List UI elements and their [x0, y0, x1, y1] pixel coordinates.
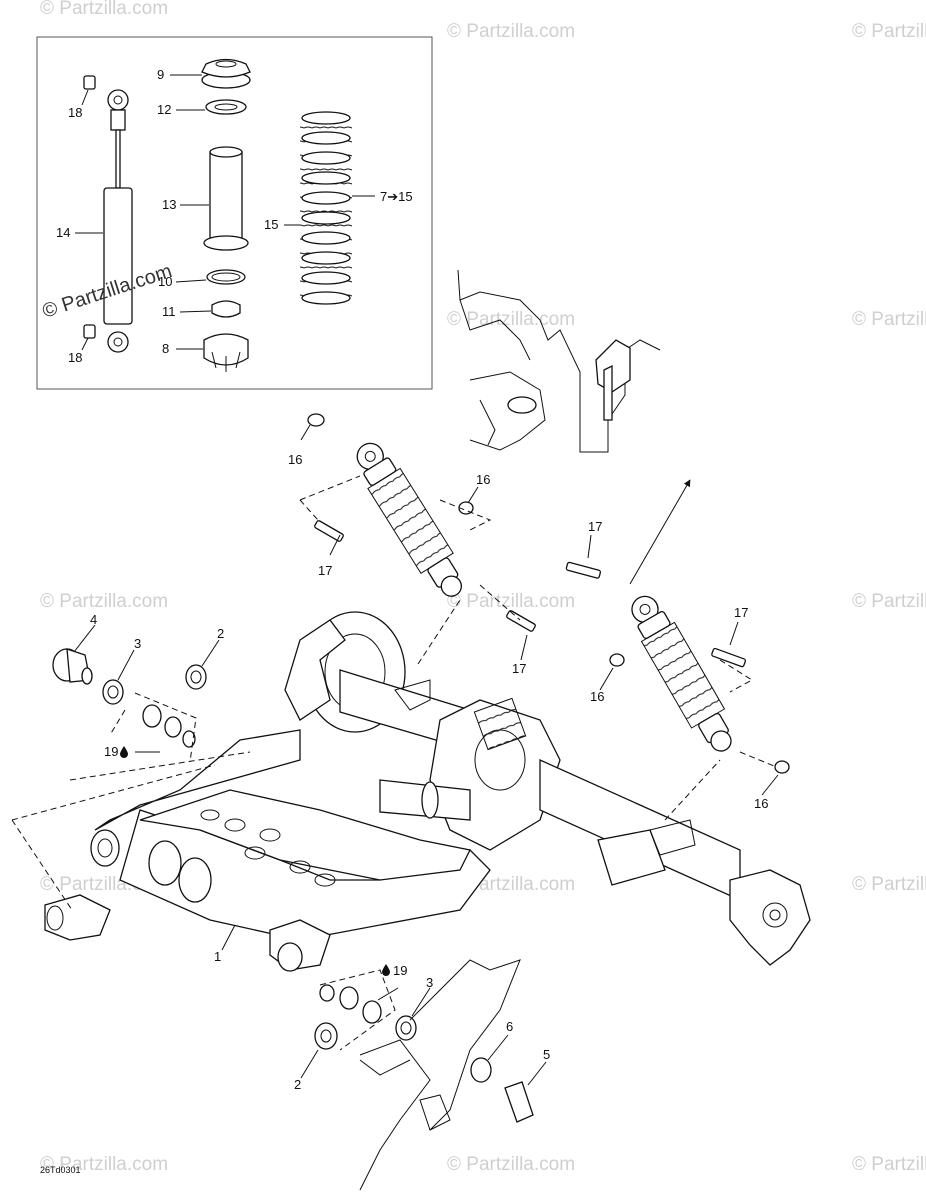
nut-16 [774, 760, 790, 774]
callout-10: 10 [158, 274, 172, 289]
callout-9: 9 [157, 67, 164, 82]
pivot-parts-right [314, 959, 534, 1191]
callout-15: 15 [264, 217, 278, 232]
ring-11 [211, 300, 241, 318]
callout-16: 16 [288, 452, 302, 467]
callout-5: 5 [543, 1047, 550, 1062]
callout-18: 18 [68, 350, 82, 365]
watermark: © Partzilla.com [40, 591, 168, 612]
watermark: © Partzilla.com [40, 0, 168, 19]
callout-2: 2 [217, 626, 224, 641]
pivot-bolt-4 [52, 648, 93, 685]
watermark: © Partzilla.com [447, 1154, 575, 1175]
callout-labels: 9 12 13 10 11 8 14 15 7➔15 18 18 16 16 1… [56, 67, 768, 1092]
bump-boot-13 [203, 146, 249, 251]
ring-10 [206, 269, 246, 285]
shock-assembly-right [565, 479, 790, 774]
callout-4: 4 [90, 612, 97, 627]
bolt-17 [565, 561, 602, 579]
shock-absorber-14 [103, 89, 133, 353]
callout-19: 19 [393, 963, 407, 978]
watermark: © Partzilla.com [852, 21, 926, 42]
callout-18: 18 [68, 105, 82, 120]
callout-19: 19 [104, 744, 118, 759]
watermark: © Partzilla.com [447, 21, 575, 42]
pin-5 [504, 1081, 534, 1123]
callout-11: 11 [162, 304, 176, 319]
watermark: © Partzilla.com [852, 591, 926, 612]
nut-16 [307, 413, 325, 427]
diagram-code: 26Td0301 [40, 1165, 81, 1175]
bushing-18-top [83, 75, 96, 90]
seal-3 [395, 1015, 417, 1041]
drive-yoke [44, 894, 111, 941]
callout-1: 1 [214, 949, 221, 964]
callout-14: 14 [56, 225, 70, 240]
callout-16: 16 [754, 796, 768, 811]
leader-lines [73, 424, 779, 1086]
inset-frame [36, 36, 433, 390]
needle-bearing [164, 716, 182, 738]
watermark: © Partzilla.com [852, 309, 926, 330]
grease-drop-icon [120, 746, 128, 758]
pivot-parts-left [52, 648, 207, 763]
inset-exploded-shock [75, 58, 375, 372]
watermark-group: © Partzilla.com © Partzilla.com © Partzi… [40, 0, 926, 1175]
watermark: © Partzilla.com [852, 1154, 926, 1175]
callout-6: 6 [506, 1019, 513, 1034]
watermark: © Partzilla.com [852, 874, 926, 895]
callout-2: 2 [294, 1077, 301, 1092]
callout-13: 13 [162, 197, 176, 212]
callout-16: 16 [476, 472, 490, 487]
adjuster-8 [203, 333, 249, 372]
frame-bracket [457, 269, 661, 453]
bolt-17 [314, 520, 344, 542]
seal-3 [102, 679, 124, 705]
grease-drop-icon [382, 964, 390, 976]
bolt-17 [711, 647, 747, 668]
callout-16: 16 [590, 689, 604, 704]
nut-16 [609, 653, 625, 667]
watermark: © Partzilla.com [447, 591, 575, 612]
callout-12: 12 [157, 102, 171, 117]
callout-17: 17 [734, 605, 748, 620]
rear-axle-assembly [284, 599, 811, 966]
callout-17: 17 [512, 661, 526, 676]
spring-15 [300, 111, 352, 305]
callout-3: 3 [134, 636, 141, 651]
callout-17: 17 [318, 563, 332, 578]
watermark: © Partzilla.com [40, 1154, 168, 1175]
bolt-17 [506, 610, 536, 632]
callout-17: 17 [588, 519, 602, 534]
swing-arm-1 [11, 729, 491, 972]
bushing-18-bottom [83, 324, 96, 339]
callout-8: 8 [162, 341, 169, 356]
callout-7-15: 7➔15 [380, 189, 413, 204]
needle-bearing [339, 986, 359, 1010]
retainer-12 [205, 99, 247, 115]
watermark: © Partzilla.com [447, 309, 575, 330]
bearing-2 [185, 664, 207, 690]
shock-assembly-left [299, 413, 536, 632]
spring-cap-9 [201, 58, 251, 89]
wheel-hub [729, 869, 811, 966]
bearing-2 [314, 1022, 338, 1050]
callout-3: 3 [426, 975, 433, 990]
nut-6 [470, 1057, 492, 1083]
